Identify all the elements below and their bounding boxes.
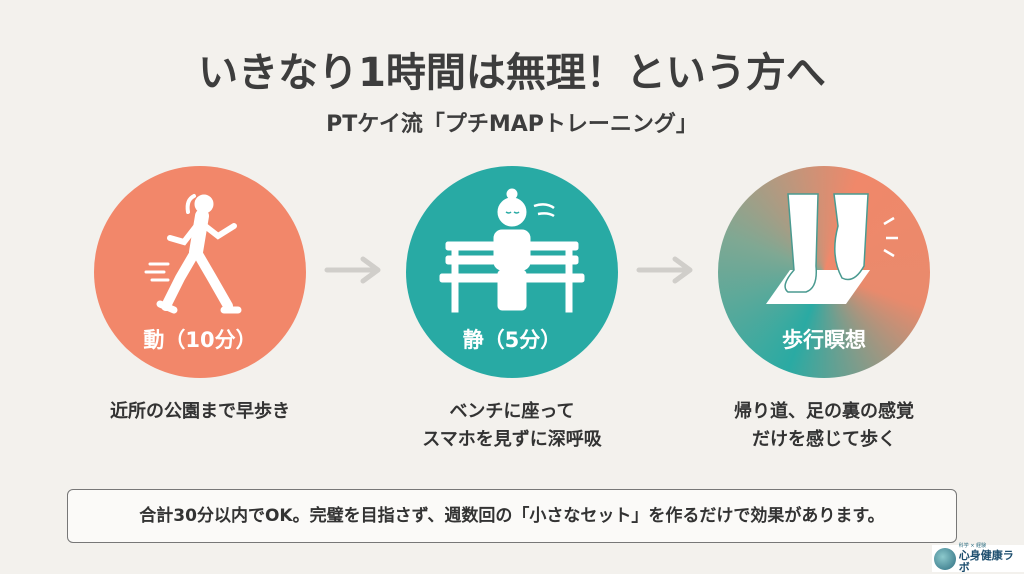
step-move-label: 動（10分） (143, 328, 257, 352)
arrow-right-icon (324, 256, 381, 284)
caption-line: 帰り道、足の裏の感覚 (734, 401, 914, 422)
page-subtitle: PTケイ流「プチMAPトレーニング」 (326, 112, 698, 137)
brand-logo: 科学 × 経験心身健康ラボ (932, 543, 1024, 574)
logo-name: 心身健康ラボ (958, 549, 1014, 574)
caption-line: ベンチに座って (449, 401, 575, 422)
arrow-right-icon (636, 256, 693, 284)
summary-note: 合計30分以内でOK。完璧を目指さず、週数回の「小さなセット」を作るだけで効果が… (67, 489, 957, 543)
step-rest-label: 静（5分） (462, 328, 562, 352)
caption-line: スマホを見ずに深呼吸 (422, 429, 602, 450)
caption-line: だけを感じて歩く (752, 429, 896, 450)
caption-line: 近所の公園まで早歩き (110, 401, 290, 422)
step-move-caption: 近所の公園まで早歩き (50, 398, 350, 426)
step-walking-meditation-label: 歩行瞑想 (782, 328, 866, 352)
globe-logo-icon (934, 547, 956, 570)
step-rest-caption: ベンチに座ってスマホを見ずに深呼吸 (362, 398, 662, 454)
bench-breathing-icon (439, 188, 585, 313)
step-walking-meditation-circle: 歩行瞑想 (718, 166, 930, 378)
feet-walking-icon (766, 193, 898, 304)
step-walking-meditation-caption: 帰り道、足の裏の感覚だけを感じて歩く (674, 398, 974, 454)
logo-tagline: 科学 × 経験 (958, 543, 987, 549)
running-woman-icon (144, 194, 242, 314)
step-rest-circle: 静（5分） (406, 166, 618, 378)
page-title: いきなり1時間は無理！という方へ (198, 50, 826, 96)
step-move-circle: 動（10分） (94, 166, 306, 378)
